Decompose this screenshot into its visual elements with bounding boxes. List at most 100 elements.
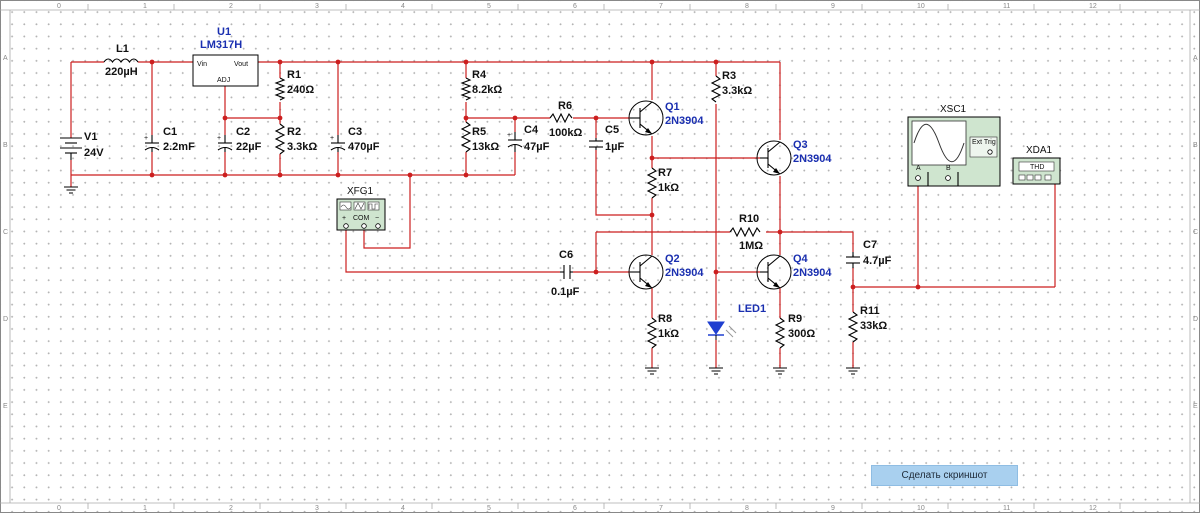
ruler-column-label: 11: [1003, 505, 1010, 512]
ruler-column-label: 1: [143, 505, 147, 512]
resistor-r1[interactable]: R1 240Ω: [274, 69, 314, 101]
capacitor-c7[interactable]: C7 4.7µF: [846, 239, 892, 268]
transistor-q2[interactable]: Q2 2N3904: [628, 253, 704, 290]
r1-ref: R1: [287, 69, 301, 81]
ruler-column-label: 4: [401, 505, 405, 512]
capacitor-c5[interactable]: C5 1µF: [589, 124, 624, 153]
u1-pin-adj: ADJ: [217, 77, 230, 84]
q1-ref: Q1: [665, 101, 680, 113]
q3-ref: Q3: [793, 139, 808, 151]
resistor-r4[interactable]: R4 8.2kΩ: [460, 69, 502, 101]
transistor-q4[interactable]: Q4 2N3904: [756, 253, 832, 290]
ruler-column-label: 9: [831, 3, 835, 10]
inductor-l1[interactable]: L1 220µH: [103, 43, 139, 78]
r9-value: 300Ω: [788, 328, 815, 340]
resistor-r7[interactable]: R7 1kΩ: [646, 167, 679, 199]
ruler-column-label: 9: [831, 505, 835, 512]
ground-icon: [64, 186, 78, 194]
q4-ref: Q4: [793, 253, 809, 265]
wires: [70, 61, 1056, 368]
r2-value: 3.3kΩ: [287, 141, 317, 153]
ruler-column-label: 6: [573, 505, 577, 512]
ruler-column-label: 2: [229, 505, 233, 512]
distortion-analyzer-xda1[interactable]: THD XDA1: [1012, 145, 1061, 185]
r3-ref: R3: [722, 70, 736, 82]
q2-ref: Q2: [665, 253, 680, 265]
v1-ref: V1: [84, 131, 97, 143]
c3-ref: C3: [348, 126, 362, 138]
u1-ref: U1: [217, 26, 231, 38]
ruler-column-label: 8: [745, 505, 749, 512]
q1-part: 2N3904: [665, 115, 704, 127]
resistor-r2[interactable]: R2 3.3kΩ: [274, 123, 317, 155]
regulator-u1[interactable]: U1 LM317H Vin Vout ADJ: [192, 26, 259, 87]
ruler-column-label: 5: [487, 505, 491, 512]
r10-ref: R10: [739, 213, 759, 225]
ruler-column-label: 7: [659, 505, 663, 512]
ruler-row-label: D: [1193, 316, 1198, 323]
u1-pin-vin: Vin: [197, 61, 207, 68]
l1-ref: L1: [116, 43, 129, 55]
ruler-column-label: 4: [401, 3, 405, 10]
resistor-r9[interactable]: R9 300Ω: [774, 313, 815, 349]
q4-part: 2N3904: [793, 267, 832, 279]
resistor-r6[interactable]: R6 100kΩ: [549, 100, 582, 139]
capacitor-c4[interactable]: + C4 47µF: [507, 124, 550, 153]
r5-ref: R5: [472, 126, 486, 138]
capacitor-c3[interactable]: + C3 470µF: [330, 126, 380, 153]
r8-ref: R8: [658, 313, 672, 325]
c5-value: 1µF: [605, 141, 624, 153]
r3-value: 3.3kΩ: [722, 85, 752, 97]
ruler-column-label: 10: [917, 505, 925, 512]
oscilloscope-xsc1[interactable]: Ext Trig A B XSC1: [907, 104, 1001, 187]
c6-value: 0.1µF: [551, 286, 580, 298]
ruler-column-label: 8: [745, 3, 749, 10]
c7-value: 4.7µF: [863, 255, 892, 267]
c5-ref: C5: [605, 124, 619, 136]
function-generator-xfg1[interactable]: + COM − XFG1: [336, 186, 386, 231]
transistor-q3[interactable]: Q3 2N3904: [756, 139, 832, 176]
u1-pin-vout: Vout: [234, 61, 248, 68]
resistor-r10[interactable]: R10 1MΩ: [729, 213, 763, 252]
r1-value: 240Ω: [287, 84, 314, 96]
r9-ref: R9: [788, 313, 802, 325]
c3-value: 470µF: [348, 141, 380, 153]
svg-text:+: +: [330, 135, 334, 142]
r11-value: 33kΩ: [860, 320, 887, 332]
svg-text:+: +: [144, 135, 148, 142]
r11-ref: R11: [860, 305, 880, 317]
xsc1-ext-trig: Ext Trig: [972, 139, 996, 146]
capacitor-c6[interactable]: C6 0.1µF: [551, 249, 580, 298]
resistor-r8[interactable]: R8 1kΩ: [646, 313, 679, 349]
ruler-column-label: 0: [57, 505, 61, 512]
capacitor-c2[interactable]: + C2 22µF: [217, 126, 262, 153]
ruler-column-label: 3: [315, 505, 319, 512]
take-screenshot-button[interactable]: Сделать скриншот: [871, 465, 1018, 486]
ground-symbols: [64, 186, 860, 375]
resistor-r11[interactable]: R11 33kΩ: [847, 305, 887, 343]
c7-ref: C7: [863, 239, 877, 251]
c2-ref: C2: [236, 126, 250, 138]
ruler-column-label: 10: [917, 3, 925, 10]
resistor-r5[interactable]: R5 13kΩ: [460, 121, 499, 153]
led-led1[interactable]: LED1: [707, 303, 766, 340]
ruler-column-label: 5: [487, 3, 491, 10]
q3-part: 2N3904: [793, 153, 832, 165]
ruler-column-label: 2: [229, 3, 233, 10]
capacitor-c1[interactable]: + C1 2.2mF: [144, 126, 195, 153]
ruler-row-label: D: [3, 316, 8, 323]
svg-text:+: +: [507, 132, 511, 139]
xda1-ref: XDA1: [1026, 145, 1053, 156]
ruler-row-label: B: [3, 142, 8, 149]
ruler-row-label: E: [3, 403, 8, 410]
resistor-r3[interactable]: R3 3.3kΩ: [710, 70, 752, 103]
battery-v1[interactable]: V1 24V: [60, 131, 104, 160]
transistor-q1[interactable]: Q1 2N3904: [628, 100, 704, 136]
c4-value: 47µF: [524, 141, 550, 153]
r6-value: 100kΩ: [549, 127, 582, 139]
xsc1-ref: XSC1: [940, 104, 967, 115]
